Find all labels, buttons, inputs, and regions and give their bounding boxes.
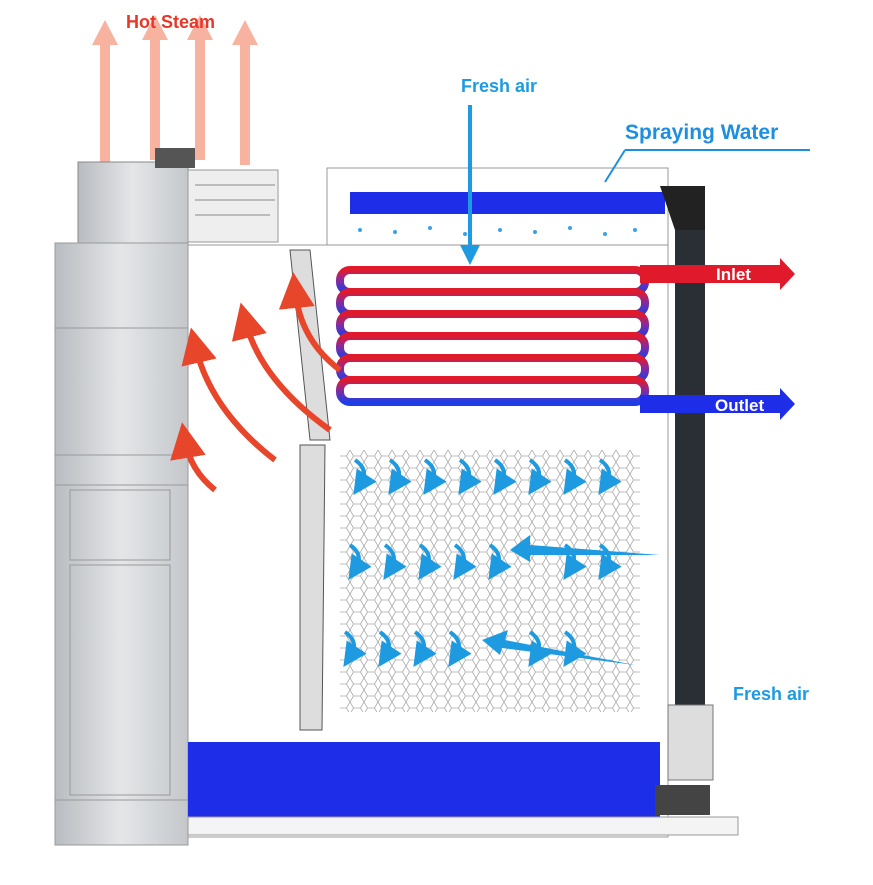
inlet-arrow [640,258,795,290]
hot-air-arrows [170,272,342,493]
pump [655,704,714,815]
side-cabinet [54,242,189,846]
fill-media [340,450,640,712]
spray-header [350,192,665,214]
fresh-air-side-label: Fresh air [733,684,810,704]
fan-housing [77,148,279,245]
spray-droplets [358,226,637,236]
fresh-air-down-arrow [460,105,480,265]
fresh-air-side-arrow-2 [482,630,635,665]
water-flow-arrows [343,458,622,667]
inlet-label: Inlet [716,265,751,284]
outlet-arrow [640,388,795,420]
fresh-air-top-label: Fresh air [461,76,538,96]
spraying-water-label: Spraying Water [625,121,779,144]
heat-exchange-coil [336,266,649,406]
base-frame [187,816,739,836]
hot-steam-label: Hot Steam [126,12,216,32]
fresh-air-side-arrow-1 [510,535,660,562]
outlet-label: Outlet [715,396,765,415]
water-basin [188,742,660,817]
hot-steam-arrows [92,15,258,165]
